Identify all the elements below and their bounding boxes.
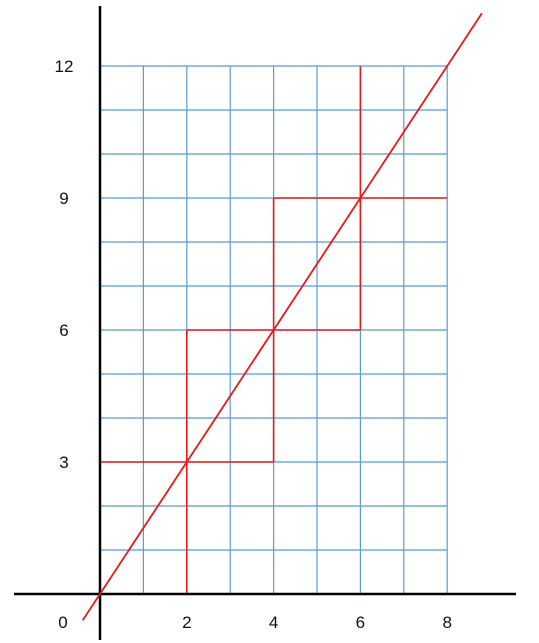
series-line — [81, 12, 483, 621]
x-tick-label: 2 — [182, 613, 191, 632]
x-tick-label: 6 — [356, 613, 365, 632]
y-tick-label: 6 — [59, 321, 68, 340]
y-tick-label: 12 — [55, 57, 74, 76]
y-tick-label: 3 — [59, 453, 68, 472]
tick-labels: 0 2 4 6 8 3 6 9 12 — [55, 57, 452, 632]
x-tick-label: 8 — [442, 613, 451, 632]
diagonal-line — [81, 12, 483, 621]
x-tick-label: 0 — [58, 613, 67, 632]
y-tick-label: 9 — [59, 189, 68, 208]
axes — [14, 6, 516, 640]
x-tick-label: 4 — [269, 613, 278, 632]
